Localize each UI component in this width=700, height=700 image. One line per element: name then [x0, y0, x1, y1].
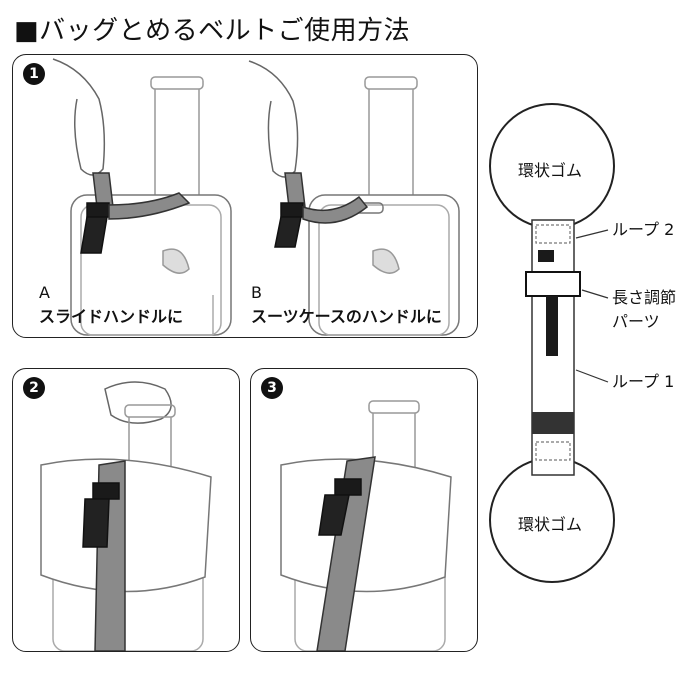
- suitcase-b: [308, 76, 460, 336]
- pointer-loop1: [575, 369, 609, 383]
- pointer-loop2: [575, 229, 609, 239]
- adjuster-label: 長さ調節 パーツ: [612, 288, 677, 331]
- buckle-3: [334, 478, 362, 496]
- option-a-letter: A: [39, 283, 50, 302]
- page-title: ■バッグとめるベルトご使用方法: [14, 16, 411, 46]
- option-b-letter: B: [251, 283, 262, 302]
- adjuster-tail: [546, 296, 558, 356]
- option-a-text: スライドハンドルに: [39, 307, 184, 326]
- step-1-illustration: [52, 58, 460, 336]
- strap-diagram: [489, 103, 615, 583]
- step-3-illustration: [280, 400, 452, 651]
- step-2-badge: 2: [23, 377, 45, 399]
- loop1-label: ループ 1: [612, 372, 675, 391]
- option-b-caption: B スーツケースのハンドルに: [251, 281, 442, 329]
- ring-bottom-label: 環状ゴム: [518, 515, 583, 534]
- buckle-a: [86, 202, 110, 218]
- step-1-panel: 1: [12, 54, 478, 338]
- strap-b-upper: [284, 172, 306, 208]
- strap-3: [316, 456, 376, 651]
- pointer-adjuster: [581, 289, 609, 299]
- bag-3: [280, 458, 452, 593]
- buckle-b: [280, 202, 304, 218]
- strap-3-lower: [318, 494, 350, 536]
- step-2-panel: 2: [12, 368, 240, 652]
- option-a-caption: A スライドハンドルに: [39, 281, 183, 329]
- strap-a-band: [108, 192, 191, 220]
- buckle-2: [92, 482, 120, 500]
- strap-a-upper: [92, 172, 114, 208]
- step-3-panel: 3: [250, 368, 478, 652]
- hand-b: [248, 60, 299, 178]
- strap-b-lower: [274, 216, 302, 248]
- loop2-marker: [538, 250, 554, 262]
- strap-2-lower: [82, 498, 110, 548]
- strap-dark-band: [532, 412, 574, 434]
- adjuster-part: [525, 271, 581, 297]
- bag-2: [40, 458, 212, 593]
- option-b-text: スーツケースのハンドルに: [251, 307, 442, 326]
- step-1-badge: 1: [23, 63, 45, 85]
- strap-a-lower: [80, 216, 108, 254]
- hand-a: [52, 58, 106, 176]
- step-3-badge: 3: [261, 377, 283, 399]
- ring-top-label: 環状ゴム: [518, 161, 583, 180]
- step-2-illustration: [40, 381, 212, 651]
- loop2-label: ループ 2: [612, 220, 675, 239]
- strap-b-band: [302, 195, 369, 224]
